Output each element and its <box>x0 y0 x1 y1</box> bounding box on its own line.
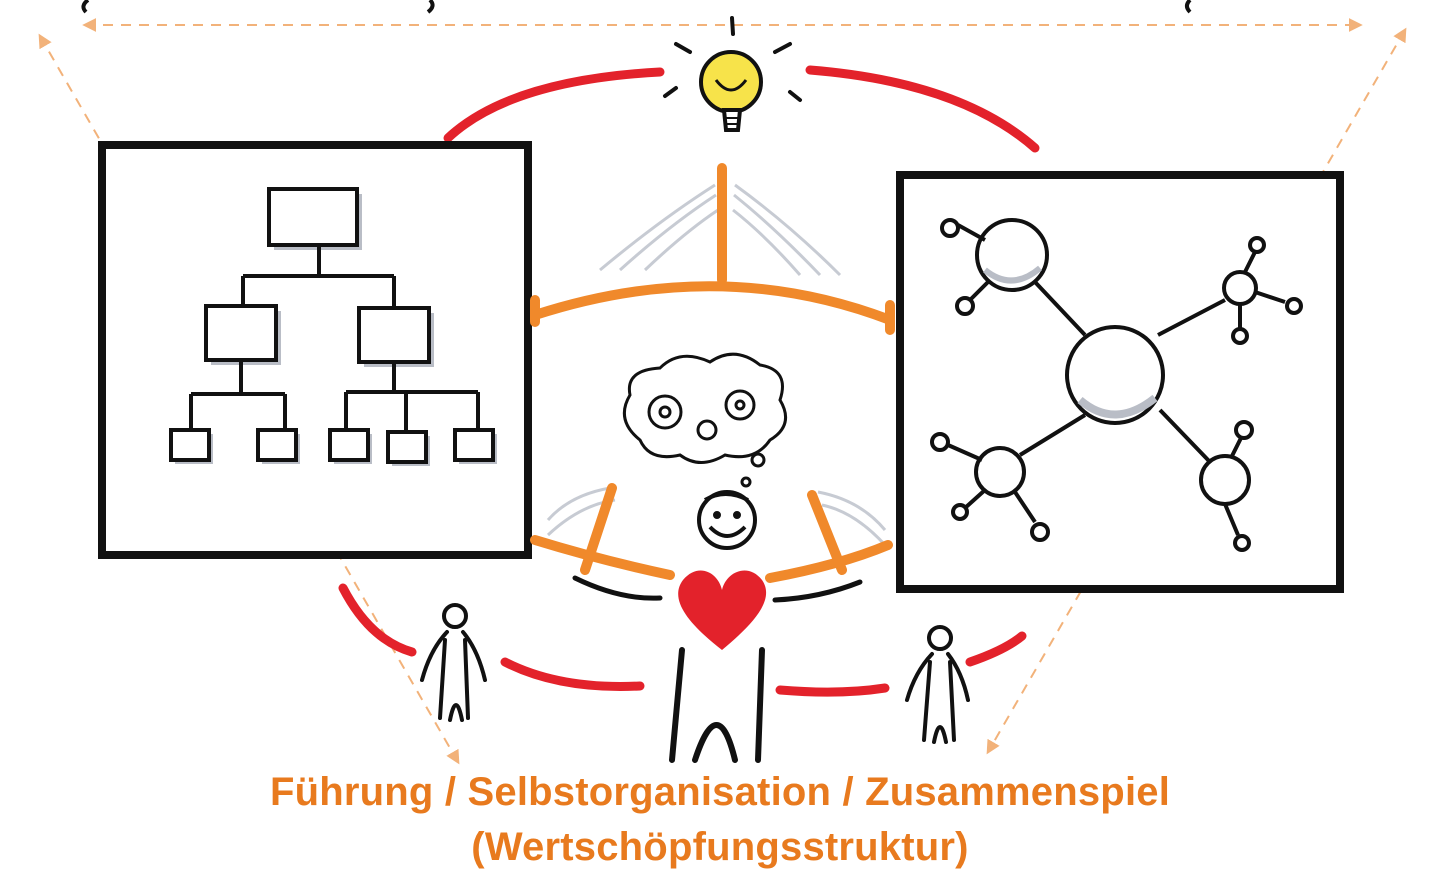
bridge-structure <box>530 163 895 583</box>
caption-line-1: Führung / Selbstorganisation / Zusammens… <box>269 770 1171 814</box>
network-box <box>896 171 1344 593</box>
heart-icon <box>678 570 767 650</box>
lightbulb-icon <box>663 16 802 132</box>
person-icon <box>905 625 970 744</box>
thought-cloud-gears-icon <box>622 352 788 488</box>
org-chart-icon <box>169 187 497 466</box>
network-icon <box>930 218 1303 552</box>
caption-line-2: (Wertschöpfungsstruktur) <box>471 825 969 869</box>
person-icon <box>420 603 487 722</box>
smiley-icon <box>697 490 757 550</box>
red-cycle-arcs <box>338 65 1040 697</box>
cropped-top-glyphs <box>81 0 1192 14</box>
org-chart-box <box>98 141 532 559</box>
central-figure <box>572 570 863 763</box>
